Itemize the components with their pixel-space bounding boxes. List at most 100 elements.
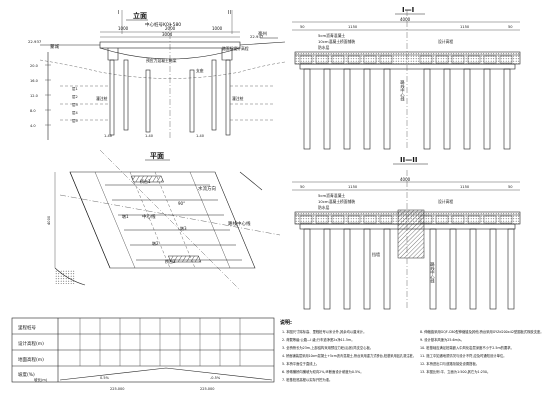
note-6: 6. 桥墩横桥向横坡为双向2%,纵断面设计坡度为0.5%。 <box>282 369 364 374</box>
span-dim-1: 1000 <box>118 26 129 31</box>
elev-scale-3: 12.0 <box>30 94 38 98</box>
pier1-label: 墩1 <box>122 213 129 219</box>
elev-scale-1: 20.0 <box>30 64 38 68</box>
elevation-title: 立面 <box>133 11 147 20</box>
pier3-label: 墩3 <box>180 225 187 231</box>
abutment-left-label: 桥台1 <box>140 178 151 184</box>
note-2: 2. 荷载等级:公路—I 级;行车道净宽2x净11.5m。 <box>282 337 355 342</box>
section-II-label-design: 设计高程 <box>438 199 453 204</box>
elev-scale-4: 8.0 <box>30 109 36 113</box>
section-I-label-waterproof: 防水层 <box>318 45 330 50</box>
section-II-wall-label: 挡墙 <box>372 251 380 257</box>
section-II-view: II—II 4000 50 1150 1150 50 5cm沥青混凝土 10cm… <box>292 156 521 310</box>
section-II-title: II—II <box>400 156 417 164</box>
bottom-dim-1: 1-40 <box>104 134 112 138</box>
elev-scale-2: 16.0 <box>30 79 38 83</box>
table-row-4: 坡度(%) <box>18 371 35 378</box>
note-11: 11. 施工中如遇地质情况与设计不符,应及时通知设计单位。 <box>420 353 506 358</box>
angle-label: 90° <box>178 201 185 206</box>
road-center-label: 路线中心线 <box>228 220 251 227</box>
pre-beam-label: 预应力混凝土箱梁 <box>146 58 177 63</box>
section-I-subdim-2: 1150 <box>348 25 358 29</box>
section-mark-II-top: II <box>228 10 231 16</box>
plan-pier-strips <box>105 184 242 261</box>
pier2-label: 墩2 <box>152 240 159 246</box>
section-I-subdim-4: 50 <box>508 25 513 29</box>
section-I-label-asphalt: 5cm沥青混凝土 <box>318 33 345 38</box>
note-8: 8. 伸缩缝采用GQF-C80型伸缩缝及其他,桥台采用GYZd200x42型圆板… <box>420 329 544 334</box>
table-tick-columns <box>79 318 241 366</box>
section-II-label-concrete: 10cm混凝土桥面铺装 <box>318 199 355 204</box>
section-II-subdim-2: 1150 <box>348 185 358 189</box>
retaining-wall <box>397 209 425 259</box>
table-row-2: 设计高程(m) <box>18 340 44 347</box>
section-II-subdim-4: 50 <box>508 185 513 189</box>
note-13: 13. 本图比例:平、立面为1:500,其它为1:250。 <box>420 369 490 374</box>
section-I-view: I—I 4000 50 1150 1150 50 5cm沥青混凝土 10cm混凝… <box>292 6 521 150</box>
section-II-center-label: 路线中心线 <box>430 261 436 284</box>
section-II-subdim-1: 50 <box>300 185 305 189</box>
slope-length-left: 225.000 <box>110 387 124 391</box>
layer-labels: 层1 层2 层3 层4 层5 <box>72 86 78 123</box>
section-I-title: I—I <box>402 6 414 14</box>
section-I-box-cells <box>299 55 513 64</box>
elev-scale: 20.0 16.0 12.0 8.0 4.0 <box>30 64 51 128</box>
abutment-right-label: 桥台2 <box>165 258 176 264</box>
elevation-piles <box>109 59 231 136</box>
span-dim-3: 1000 <box>212 26 223 31</box>
plan-title: 平面 <box>150 152 164 160</box>
pile-right-label: 灌注桩 <box>232 96 244 101</box>
center-line-label: 中心线 <box>142 213 156 220</box>
note-7: 7. 桩基桩底高程以实际开挖为准。 <box>282 377 332 382</box>
section-II-piles <box>303 228 515 310</box>
notes-title: 说明: <box>280 319 292 326</box>
layer-label-4: 层4 <box>72 110 78 115</box>
note-10: 10. 桩基础应满足桩端嵌入中风化岩层深度不小于2.5m的要求。 <box>420 345 514 350</box>
profile-table: 里程桩号 设计高程(m) 地面高程(m) 坡度(%) 坡长(m) 0.5% -0… <box>11 317 275 391</box>
slope-length-right: 225.000 <box>200 387 214 391</box>
section-I-piles <box>303 68 511 150</box>
right-place-label: 亳州 <box>258 30 267 37</box>
elev-scale-5: 4.0 <box>30 124 36 128</box>
slope-left: 0.5% <box>100 376 110 380</box>
design-elevation-label: 路面标设计高程 <box>222 46 249 51</box>
section-I-label-concrete: 10cm混凝土桥面铺装 <box>318 39 355 44</box>
section-I-subdim-1: 50 <box>300 25 305 29</box>
section-II-label-waterproof: 防水层 <box>318 205 330 210</box>
note-9: 9. 设计基本风速为25.6m/s。 <box>420 337 464 342</box>
layer-label-2: 层2 <box>72 94 78 99</box>
section-II-total-dim: 4000 <box>400 177 411 182</box>
section-II-label-asphalt: 5cm沥青混凝土 <box>318 193 345 198</box>
elev-mark-right: 22.937 <box>250 34 264 39</box>
span-dim-2: 2000 <box>165 26 176 31</box>
bearing-label: 支座 <box>196 68 204 73</box>
table-row-3: 地面高程(m) <box>18 356 44 363</box>
section-I-center-label: 路线中心线 <box>400 79 406 102</box>
slope-right: -0.5% <box>210 376 221 380</box>
plan-view: 平面 水流方向 路线中心线 中心线 桥台1 桥台2 墩1 墩2 墩3 90 <box>47 149 281 291</box>
section-I-label-design: 设计高程 <box>438 39 453 44</box>
center-pile-label: 中心桩号K0+580 <box>145 21 181 28</box>
section-II-subdim-3: 1150 <box>460 185 470 189</box>
left-place-label: 蒙城 <box>50 43 59 50</box>
bottom-dim-2: 1-40 <box>145 134 153 138</box>
note-5: 5. 本桥平面位于直线上。 <box>282 361 319 366</box>
layer-label-3: 层3 <box>72 102 78 107</box>
table-row-1: 里程桩号 <box>18 324 36 331</box>
note-4: 4. 桥面铺装层采用10cm混凝土+5cm沥青混凝土,桥台采用重力式桥台,桩基采… <box>282 353 416 358</box>
elevation-view: 立面 I II 中心桩号K0+580 蒙城 亳州 1000 2000 1000 … <box>28 10 286 140</box>
section-mark-I-top: I <box>118 10 119 16</box>
note-3: 3. 全桥桥长为23m,上部结构采用预应力砼(后张)简支空心板。 <box>282 345 373 350</box>
note-1: 1. 本图尺寸除标高、里程桩号以米计外,其余均以厘米计。 <box>282 329 366 334</box>
total-dim: 3004 <box>162 32 173 37</box>
layer-label-5: 层5 <box>72 118 78 123</box>
section-I-subdim-3: 1150 <box>460 25 470 29</box>
bottom-dim-3: 1-40 <box>196 134 204 138</box>
elev-mark-left: 22.937 <box>28 39 42 44</box>
pile-left-label: 灌注桩 <box>96 96 108 101</box>
section-I-total-dim: 4000 <box>400 17 411 22</box>
note-12: 12. 本桥进出口与道路衔接处设置搭板。 <box>420 361 479 366</box>
layer-label-1: 层1 <box>72 86 78 91</box>
table-row-4-sub: 坡长(m) <box>34 377 48 382</box>
